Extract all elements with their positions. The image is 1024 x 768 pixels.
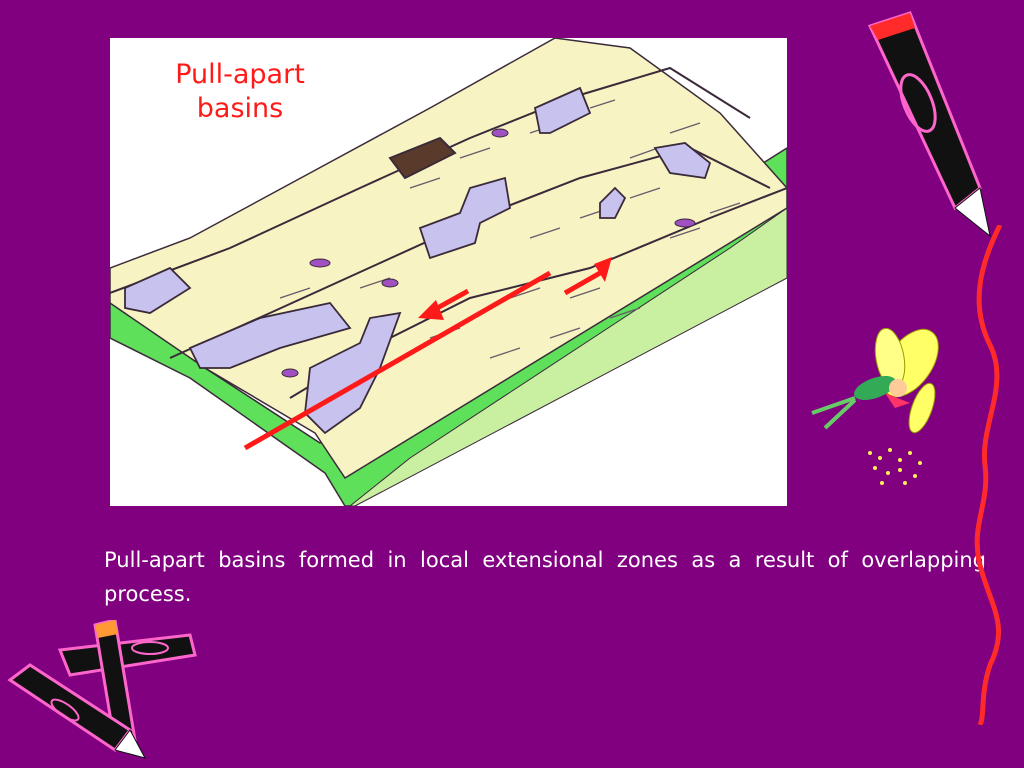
arrow-right-shaft [563, 270, 602, 296]
fairy-icon [811, 328, 939, 485]
arrow-right-head [594, 257, 612, 282]
top-surface [110, 38, 787, 480]
arrow-left-head [418, 300, 444, 320]
squiggle-line [974, 225, 1003, 725]
basin-small [599, 186, 627, 219]
crayon-icon [867, 11, 991, 238]
dark-pit [388, 136, 457, 180]
block-diagram [110, 38, 787, 506]
crayon-icon [7, 620, 197, 759]
basin-top [533, 86, 592, 134]
motion-arrows [243, 257, 612, 451]
basin-right [653, 142, 712, 179]
fault-arrow-line [243, 270, 552, 451]
fault-line-upper [110, 66, 751, 294]
basin-center [418, 176, 511, 260]
slide-caption: Pull-apart basins formed in local extens… [104, 548, 986, 606]
small-marks [281, 128, 696, 378]
figure-title: Pull-apart basins [175, 59, 305, 124]
basin-lower-left [188, 302, 352, 369]
pull-apart-diagram: Pull-apart basins [110, 38, 787, 506]
right-side-face [349, 207, 787, 506]
basin-left [124, 266, 192, 314]
basins [124, 86, 712, 435]
